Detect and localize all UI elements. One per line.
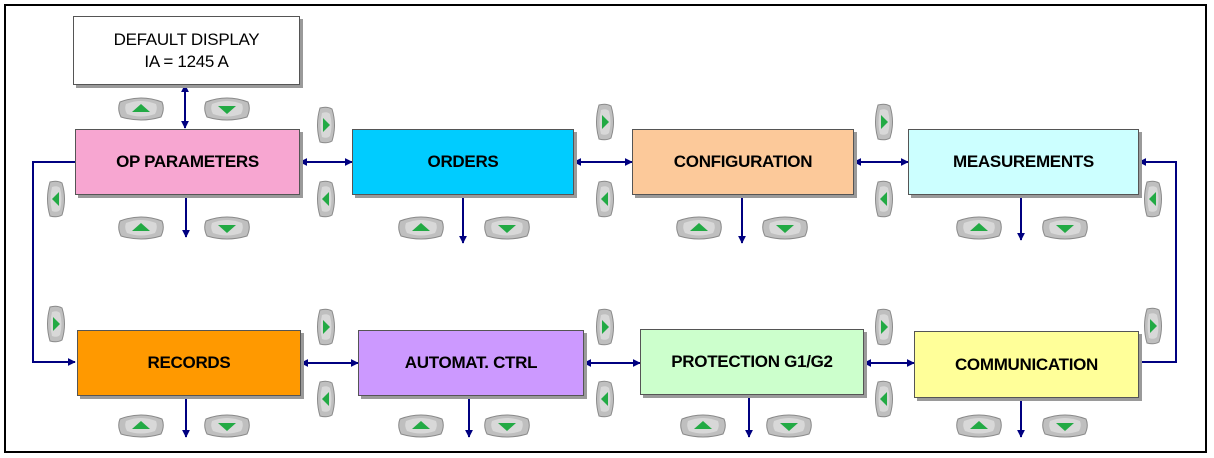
menu-configuration-label: CONFIGURATION bbox=[673, 152, 813, 171]
menu-configuration[interactable]: CONFIGURATION bbox=[632, 129, 854, 195]
up-key-icon[interactable] bbox=[117, 413, 165, 439]
down-key-icon[interactable] bbox=[1041, 215, 1089, 241]
up-key-icon[interactable] bbox=[675, 215, 723, 241]
left-key-icon[interactable] bbox=[45, 180, 67, 218]
menu-records-label: RECORDS bbox=[147, 353, 231, 372]
menu-automat-ctrl-label: AUTOMAT. CTRL bbox=[404, 353, 538, 372]
right-key-icon[interactable] bbox=[594, 103, 616, 141]
menu-protection[interactable]: PROTECTION G1/G2 bbox=[640, 329, 864, 395]
down-key-icon[interactable] bbox=[765, 413, 813, 439]
up-key-icon[interactable] bbox=[397, 215, 445, 241]
up-key-icon[interactable] bbox=[679, 413, 727, 439]
loop-left bbox=[32, 161, 76, 366]
menu-protection-label: PROTECTION G1/G2 bbox=[671, 352, 833, 371]
right-key-icon[interactable] bbox=[873, 308, 895, 346]
down-key-icon[interactable] bbox=[483, 215, 531, 241]
menu-op-parameters-label: OP PARAMETERS bbox=[116, 152, 259, 171]
menu-automat-ctrl[interactable]: AUTOMAT. CTRL bbox=[358, 330, 584, 396]
up-key-icon[interactable] bbox=[117, 215, 165, 241]
menu-measurements-label: MEASUREMENTS bbox=[953, 152, 1094, 171]
down-key-icon[interactable] bbox=[203, 96, 251, 122]
right-key-icon[interactable] bbox=[594, 308, 616, 346]
menu-op-parameters[interactable]: OP PARAMETERS bbox=[75, 129, 300, 195]
menu-communication-label: COMMUNICATION bbox=[954, 354, 1099, 374]
up-key-icon[interactable] bbox=[955, 215, 1003, 241]
left-key-icon[interactable] bbox=[315, 380, 337, 418]
default-display-line2: IA = 1245 A bbox=[144, 51, 229, 71]
right-key-icon[interactable] bbox=[315, 106, 337, 144]
default-display-box: DEFAULT DISPLAY IA = 1245 A bbox=[73, 16, 300, 85]
menu-measurements[interactable]: MEASUREMENTS bbox=[908, 129, 1139, 195]
up-key-icon[interactable] bbox=[117, 96, 165, 122]
down-key-icon[interactable] bbox=[1041, 413, 1089, 439]
up-key-icon[interactable] bbox=[955, 413, 1003, 439]
right-key-icon[interactable] bbox=[1142, 307, 1164, 345]
default-display-line1: DEFAULT DISPLAY bbox=[113, 29, 260, 49]
down-key-icon[interactable] bbox=[483, 413, 531, 439]
left-key-icon[interactable] bbox=[594, 180, 616, 218]
menu-records[interactable]: RECORDS bbox=[77, 330, 301, 396]
down-key-icon[interactable] bbox=[203, 413, 251, 439]
menu-orders[interactable]: ORDERS bbox=[352, 129, 574, 195]
left-key-icon[interactable] bbox=[873, 180, 895, 218]
right-key-icon[interactable] bbox=[315, 308, 337, 346]
right-key-icon[interactable] bbox=[873, 103, 895, 141]
left-key-icon[interactable] bbox=[594, 380, 616, 418]
up-key-icon[interactable] bbox=[397, 413, 445, 439]
left-key-icon[interactable] bbox=[873, 380, 895, 418]
down-key-icon[interactable] bbox=[761, 215, 809, 241]
left-key-icon[interactable] bbox=[315, 180, 337, 218]
right-key-icon[interactable] bbox=[45, 305, 67, 343]
down-key-icon[interactable] bbox=[203, 215, 251, 241]
loop-right bbox=[1138, 158, 1177, 363]
menu-communication[interactable]: COMMUNICATION bbox=[914, 331, 1139, 398]
left-key-icon[interactable] bbox=[1142, 180, 1164, 218]
menu-orders-label: ORDERS bbox=[427, 152, 499, 171]
